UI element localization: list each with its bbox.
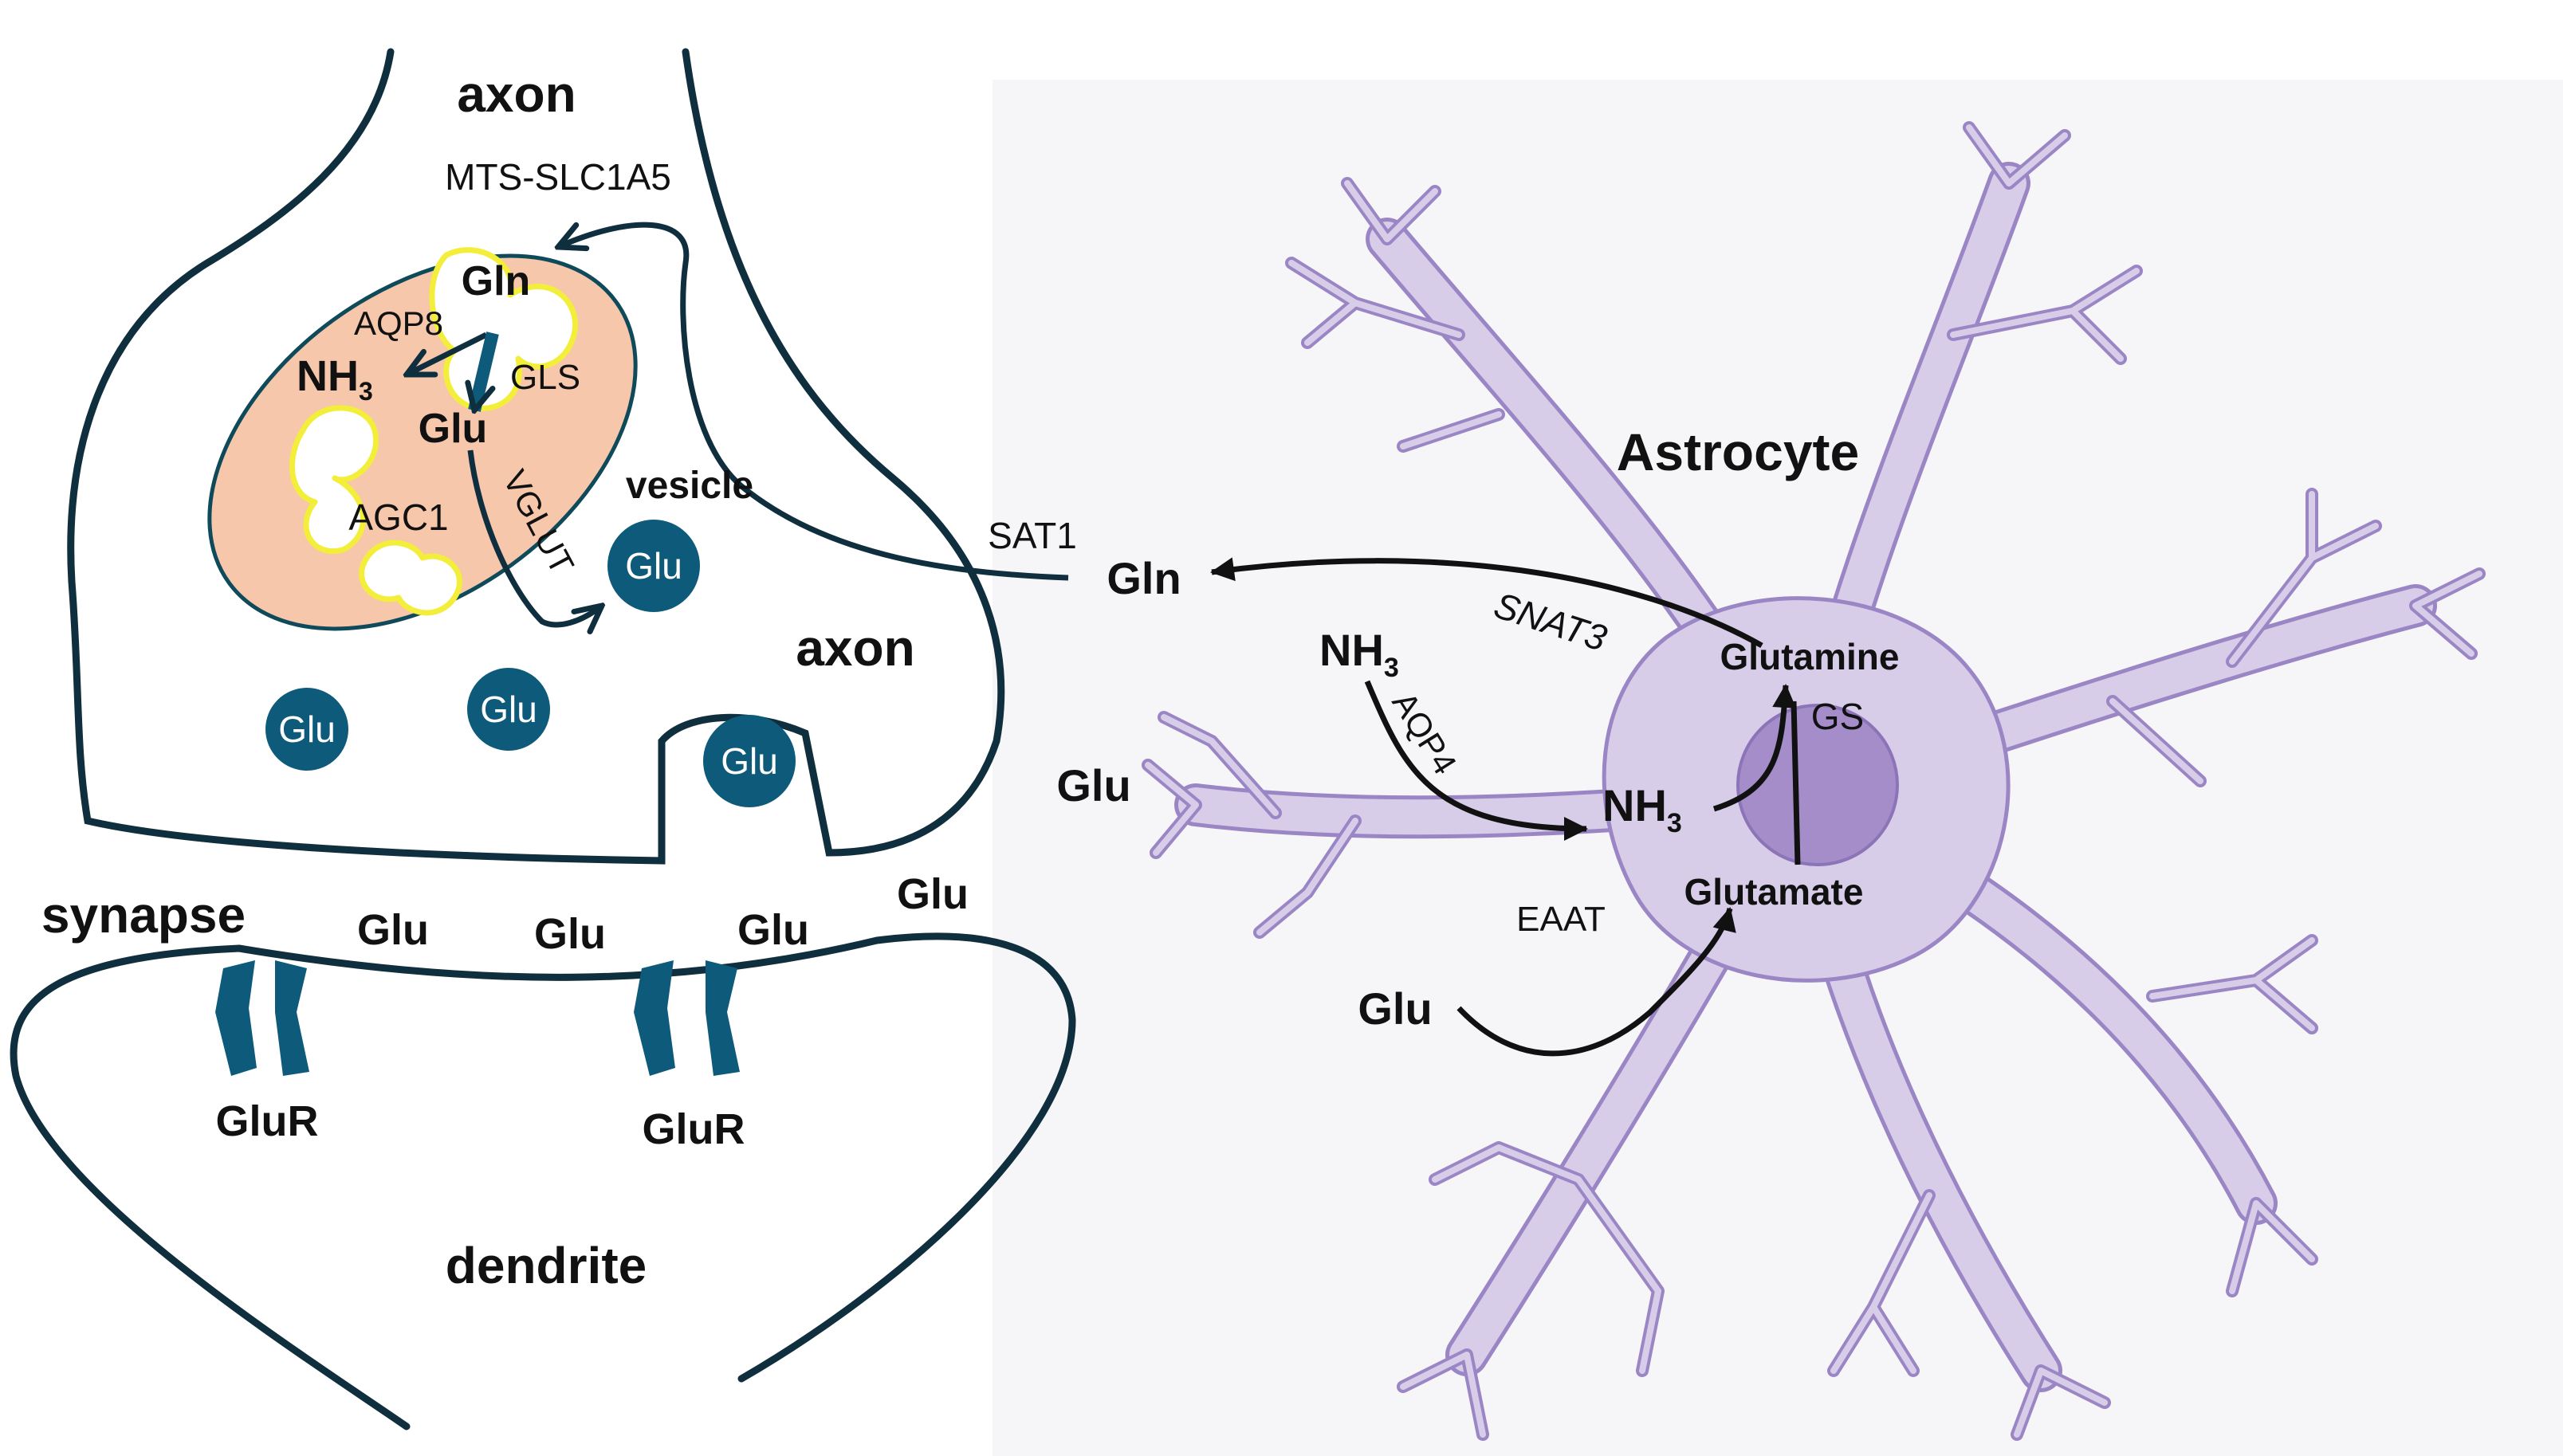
- aqp4-arrow: [1364, 680, 1588, 841]
- vglut-arrow: [467, 449, 602, 625]
- glur-subunit: [706, 960, 740, 1076]
- glur-label: GluR: [216, 1097, 319, 1145]
- gs-label: GS: [1811, 696, 1864, 737]
- vesicle-3: [467, 668, 550, 751]
- vesicle-4: [703, 715, 796, 807]
- sat1-uptake-line: [558, 222, 1069, 581]
- vesicle-glu-label: Glu: [625, 545, 682, 587]
- glur-subunit: [215, 960, 257, 1076]
- agc1-label: AGC1: [348, 496, 448, 538]
- vesicle-2: [265, 688, 348, 771]
- glur-subunit: [275, 960, 309, 1076]
- gln-label: Gln: [462, 258, 531, 304]
- aqp8-label: AQP8: [354, 304, 443, 342]
- sat1-label: SAT1: [988, 515, 1077, 556]
- gls-arrow: [474, 332, 499, 410]
- neuron-labels: axon MTS-SLC1A5 Gln AQP8 NH3 GLS Glu VGL…: [41, 65, 1077, 1294]
- astrocyte-cell: [1142, 121, 2486, 1441]
- snat3-label: SNAT3: [1489, 584, 1612, 659]
- synapse-label: synapse: [41, 886, 246, 944]
- postsynaptic-dendrite: [10, 932, 1076, 1430]
- mts-slc1a5-label: MTS-SLC1A5: [445, 156, 671, 198]
- glur-label: GluR: [643, 1105, 745, 1153]
- gs-arrow-nh3: [1712, 684, 1797, 812]
- mitochondrion: [207, 247, 638, 631]
- cleft-glu-label: Glu: [897, 870, 969, 918]
- eaat-arrow: [1456, 907, 1736, 1057]
- astro-nh3-outer-label: NH3: [1319, 625, 1399, 683]
- cleft-glu-label: Glu: [737, 906, 809, 954]
- vesicles: Glu Glu Glu Glu: [265, 520, 796, 807]
- vesicle-label: vesicle: [626, 465, 753, 507]
- vesicle-1: [607, 520, 700, 612]
- gs-arrow-glutamate: [1791, 701, 1801, 865]
- glutamate-label: Glutamate: [1684, 871, 1864, 912]
- vesicle-glu-label: Glu: [278, 708, 336, 750]
- astro-glu-bottom-label: Glu: [1358, 983, 1432, 1034]
- axon-top-label: axon: [457, 65, 576, 123]
- gls-label: GLS: [510, 358, 580, 397]
- astrocyte-title: Astrocyte: [1617, 422, 1859, 481]
- glur-subunit: [634, 960, 675, 1076]
- aqp4-label: AQP4: [1385, 685, 1464, 781]
- nh3-label: NH3: [297, 352, 373, 406]
- cleft-glu-label: Glu: [357, 906, 429, 954]
- glutamine-label: Glutamine: [1720, 636, 1900, 677]
- snat3-arrow: [1210, 557, 1763, 649]
- axon-mid-label: axon: [796, 619, 914, 677]
- glutamate-receptors: [215, 960, 740, 1076]
- vesicle-glu-label: Glu: [480, 689, 537, 730]
- eaat-label: EAAT: [1516, 900, 1606, 939]
- cleft-glu-label: Glu: [534, 910, 606, 958]
- astro-nh3-inner-label: NH3: [1602, 780, 1682, 838]
- vesicle-glu-label: Glu: [721, 740, 778, 782]
- astro-glu-left-label: Glu: [1056, 760, 1130, 810]
- aqp8-arrow: [407, 332, 488, 375]
- astro-gln-label: Gln: [1107, 553, 1181, 603]
- dendrite-label: dendrite: [446, 1237, 647, 1294]
- presynaptic-terminal: [67, 48, 1005, 865]
- glu-label: Glu: [419, 406, 488, 452]
